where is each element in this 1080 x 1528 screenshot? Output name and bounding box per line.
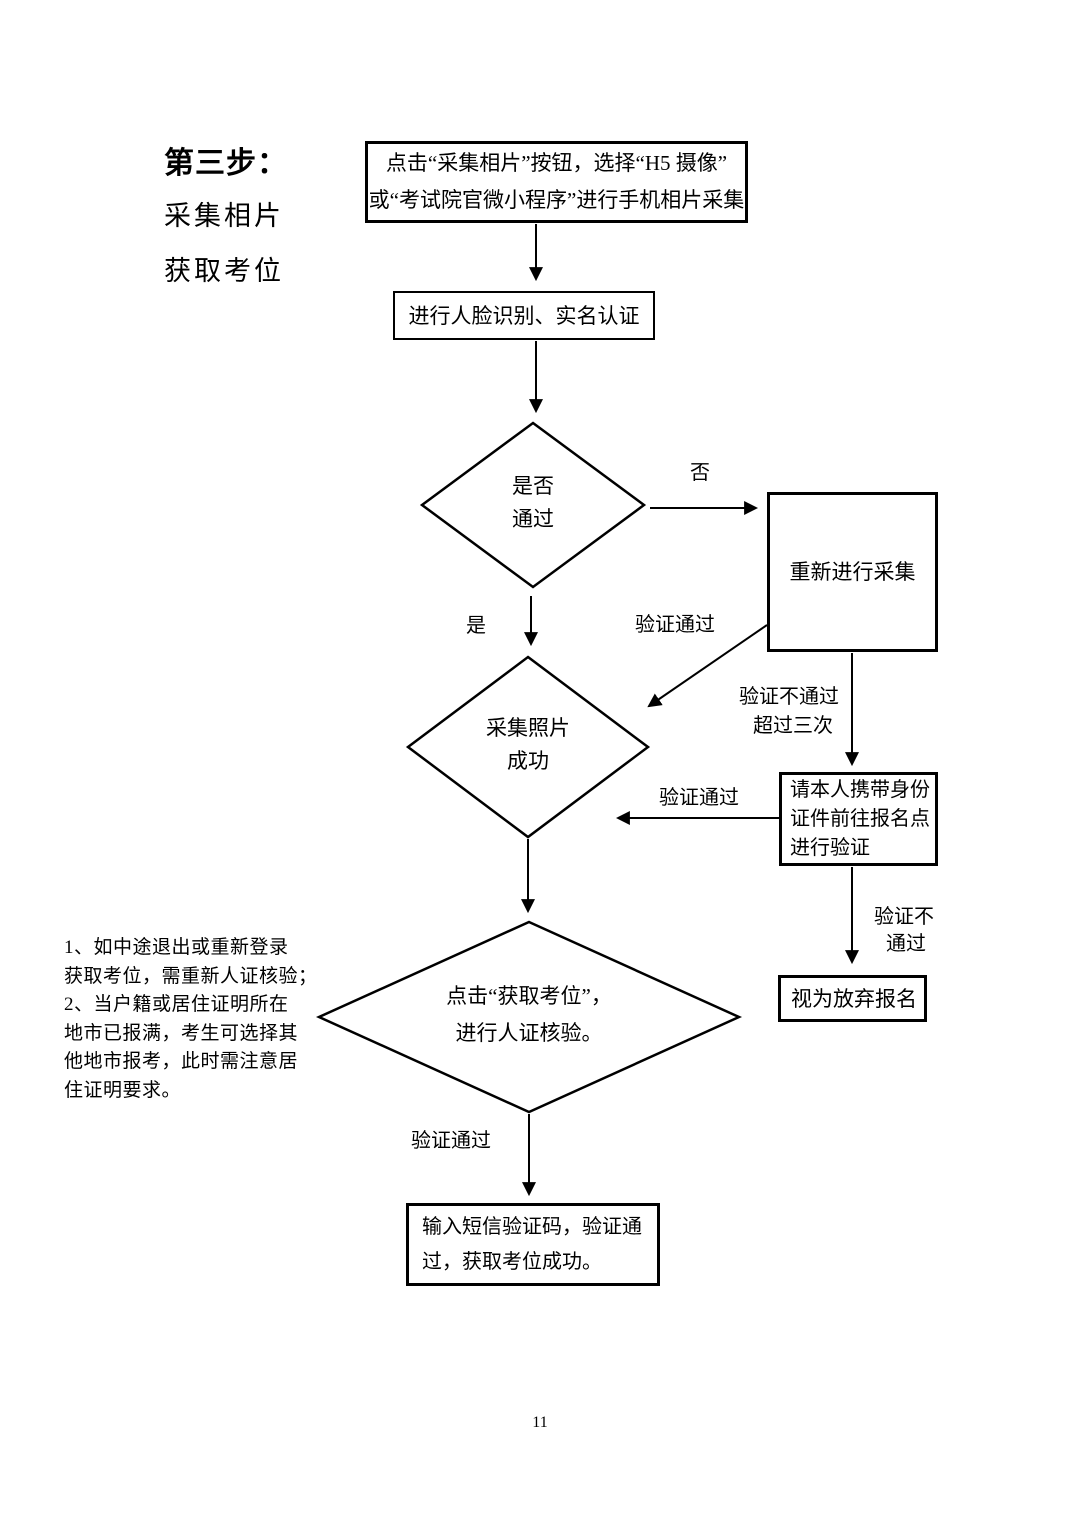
decision-seat-line1: 点击“获取考位”， (446, 984, 612, 1008)
label-verify-pass-diagonal: 验证通过 (635, 614, 715, 636)
decision-seat-text: 点击“获取考位”， 进行人证核验。 (446, 978, 612, 1052)
node-recollect-label: 重新进行采集 (789, 560, 916, 584)
side-note: 1、如中途退出或重新登录 获取考位，需重新人证核验； 2、当户籍或居住证明所在 … (64, 934, 324, 1105)
label-verify-fail-line2: 通过 (886, 933, 926, 955)
decision-photo-success-text: 采集照片 成功 (486, 712, 570, 778)
label-verify-fail-over3-line2: 超过三次 (753, 715, 833, 737)
node-face-recognition: 进行人脸识别、实名认证 (393, 291, 655, 340)
side-note-line: 他地市报考，此时需注意居 (64, 1051, 299, 1072)
side-note-line: 住证明要求。 (64, 1079, 182, 1101)
decision-pass-diamond (419, 421, 647, 589)
side-note-line: 地市已报满，考生可选择其 (64, 1022, 299, 1044)
side-note-line: 2、当户籍或居住证明所在 (64, 994, 289, 1015)
node-sms-success-line1: 输入短信验证码，验证通 (422, 1215, 642, 1238)
node-capture-photo-line2: 或“考试院官微小程序”进行手机相片采集 (368, 188, 745, 212)
decision-pass-text: 是否 通过 (512, 470, 554, 536)
label-verify-pass-horizontal: 验证通过 (659, 787, 739, 809)
label-verify-fail-line1: 验证不 (874, 906, 934, 928)
node-onsite-verify-line1: 请本人携带身份 (790, 778, 930, 801)
node-capture-photo: 点击“采集相片”按钮，选择“H5 摄像” 或“考试院官微小程序”进行手机相片采集 (365, 141, 748, 223)
step-title: 第三步： (164, 147, 288, 180)
node-sms-success-line2: 过，获取考位成功。 (422, 1250, 602, 1273)
arrow-recollect-to-photo-success (647, 624, 768, 708)
step-title-line2: 采集相片 (164, 201, 284, 231)
side-note-line: 1、如中途退出或重新登录 (64, 937, 289, 958)
page-number: 11 (532, 1414, 548, 1431)
node-onsite-verify: 请本人携带身份 证件前往报名点 进行验证 (779, 772, 938, 866)
decision-photo-success-diamond (405, 655, 651, 839)
decision-seat-diamond (315, 920, 743, 1114)
node-sms-success: 输入短信验证码，验证通 过，获取考位成功。 (406, 1203, 660, 1286)
node-onsite-verify-line2: 证件前往报名点 (790, 807, 930, 830)
node-recollect: 重新进行采集 (767, 492, 938, 652)
node-onsite-verify-line3: 进行验证 (790, 836, 870, 859)
node-abandon: 视为放弃报名 (778, 975, 927, 1022)
node-capture-photo-line1: 点击“采集相片”按钮，选择“H5 摄像” (385, 151, 728, 175)
decision-pass-line1: 是否 (512, 474, 554, 498)
node-face-recognition-label: 进行人脸识别、实名认证 (408, 303, 640, 328)
side-note-line: 获取考位，需重新人证核验； (64, 965, 318, 987)
decision-pass-line2: 通过 (512, 507, 554, 531)
decision-photo-success-line2: 成功 (507, 749, 549, 773)
label-no: 否 (690, 462, 710, 484)
label-verify-fail-over3-line1: 验证不通过 (739, 686, 839, 708)
decision-seat-line2: 进行人证核验。 (455, 1021, 603, 1045)
decision-photo-success-line1: 采集照片 (486, 716, 570, 740)
step-title-line3: 获取考位 (164, 256, 284, 286)
label-verify-pass-bottom: 验证通过 (411, 1130, 491, 1152)
label-yes: 是 (466, 615, 486, 637)
node-abandon-label: 视为放弃报名 (791, 986, 917, 1011)
